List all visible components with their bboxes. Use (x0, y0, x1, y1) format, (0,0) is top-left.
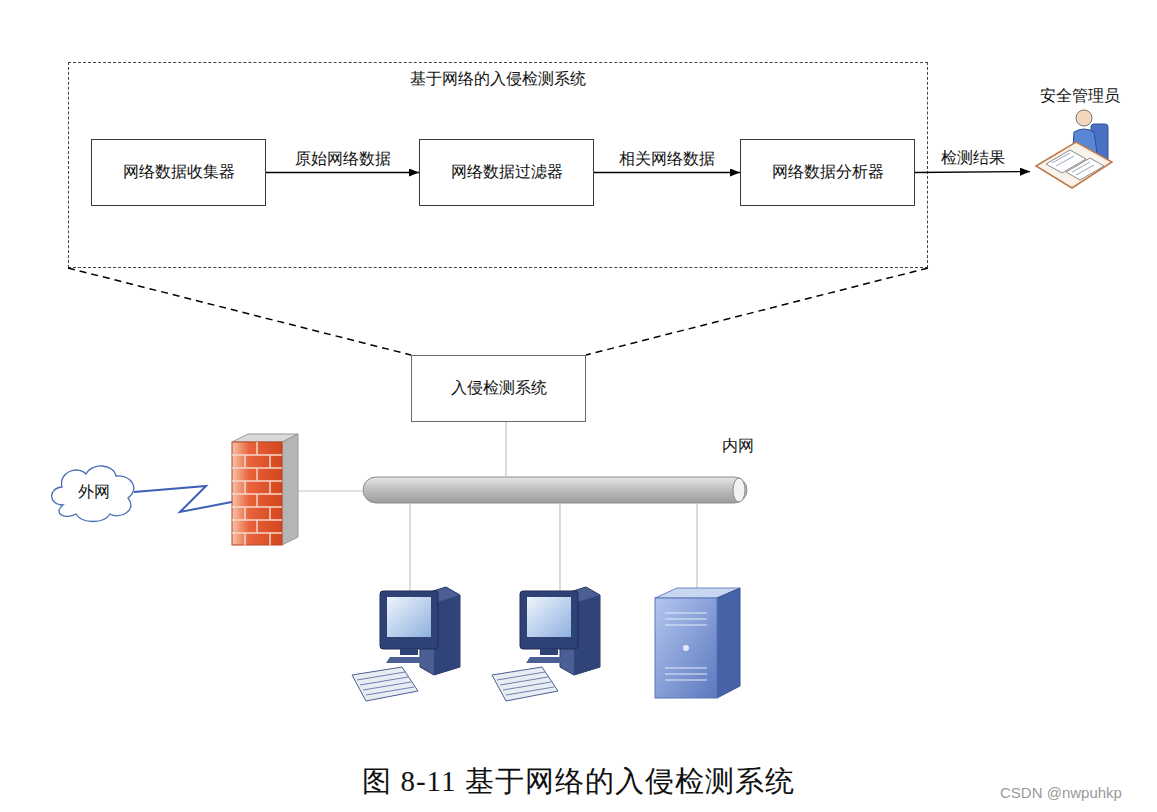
paper-lines (1052, 153, 1094, 175)
host-wire (559, 503, 560, 592)
edge-label: 原始网络数据 (295, 149, 391, 170)
node-label: 入侵检测系统 (451, 378, 547, 399)
edge-label: 检测结果 (941, 148, 1005, 169)
firewall-wire (298, 490, 363, 491)
workstation (352, 587, 460, 701)
server-side (717, 588, 740, 698)
node-label: 安全管理员 (1030, 86, 1130, 107)
zoom-line (586, 268, 928, 355)
watermark: CSDN @nwpuhkp (1000, 784, 1122, 801)
admin-desk (1036, 142, 1112, 188)
figure-caption: 图 8-11 基于网络的入侵检测系统 (0, 762, 1157, 802)
flow-arrow (915, 171, 1030, 173)
server-button (683, 645, 689, 651)
server-vents (665, 613, 707, 680)
node-label: 网络数据分析器 (772, 162, 884, 183)
process-box: 网络数据过滤器 (419, 139, 594, 206)
flow-arrow (266, 172, 419, 173)
bus-end (733, 478, 745, 502)
wan-link (134, 486, 242, 512)
workstation (492, 587, 600, 701)
node-label: 外网 (48, 482, 140, 503)
node-label: 网络数据收集器 (123, 162, 235, 183)
host-wire (409, 503, 410, 592)
admin-head (1076, 110, 1092, 126)
cloud-shape: 外网 (48, 460, 140, 524)
process-box: 网络数据分析器 (740, 139, 915, 206)
zoom-line (68, 268, 411, 355)
node-label: 基于网络的入侵检测系统 (69, 69, 927, 90)
host-wire (696, 503, 697, 592)
firewall-wall (232, 442, 282, 545)
edge-label: 相关网络数据 (619, 149, 715, 170)
admin-actor: 安全管理员 (1030, 86, 1130, 192)
flow-arrow (594, 172, 740, 173)
process-box: 网络数据收集器 (91, 139, 266, 206)
admin-paper (1066, 158, 1104, 180)
admin-icon (1036, 110, 1112, 188)
network-name: 内网 (722, 436, 754, 457)
network-bus (363, 477, 747, 503)
server (655, 588, 740, 698)
node-label: 网络数据过滤器 (451, 162, 563, 183)
firewall-side (282, 434, 298, 545)
firewall-bricks (232, 442, 282, 545)
system-boundary: 基于网络的入侵检测系统网络数据收集器 网络数据过滤器 网络数据分析器 (68, 62, 928, 268)
server-front (655, 598, 717, 698)
ids-box: 入侵检测系统 (411, 355, 586, 422)
ids-wire (505, 422, 506, 477)
